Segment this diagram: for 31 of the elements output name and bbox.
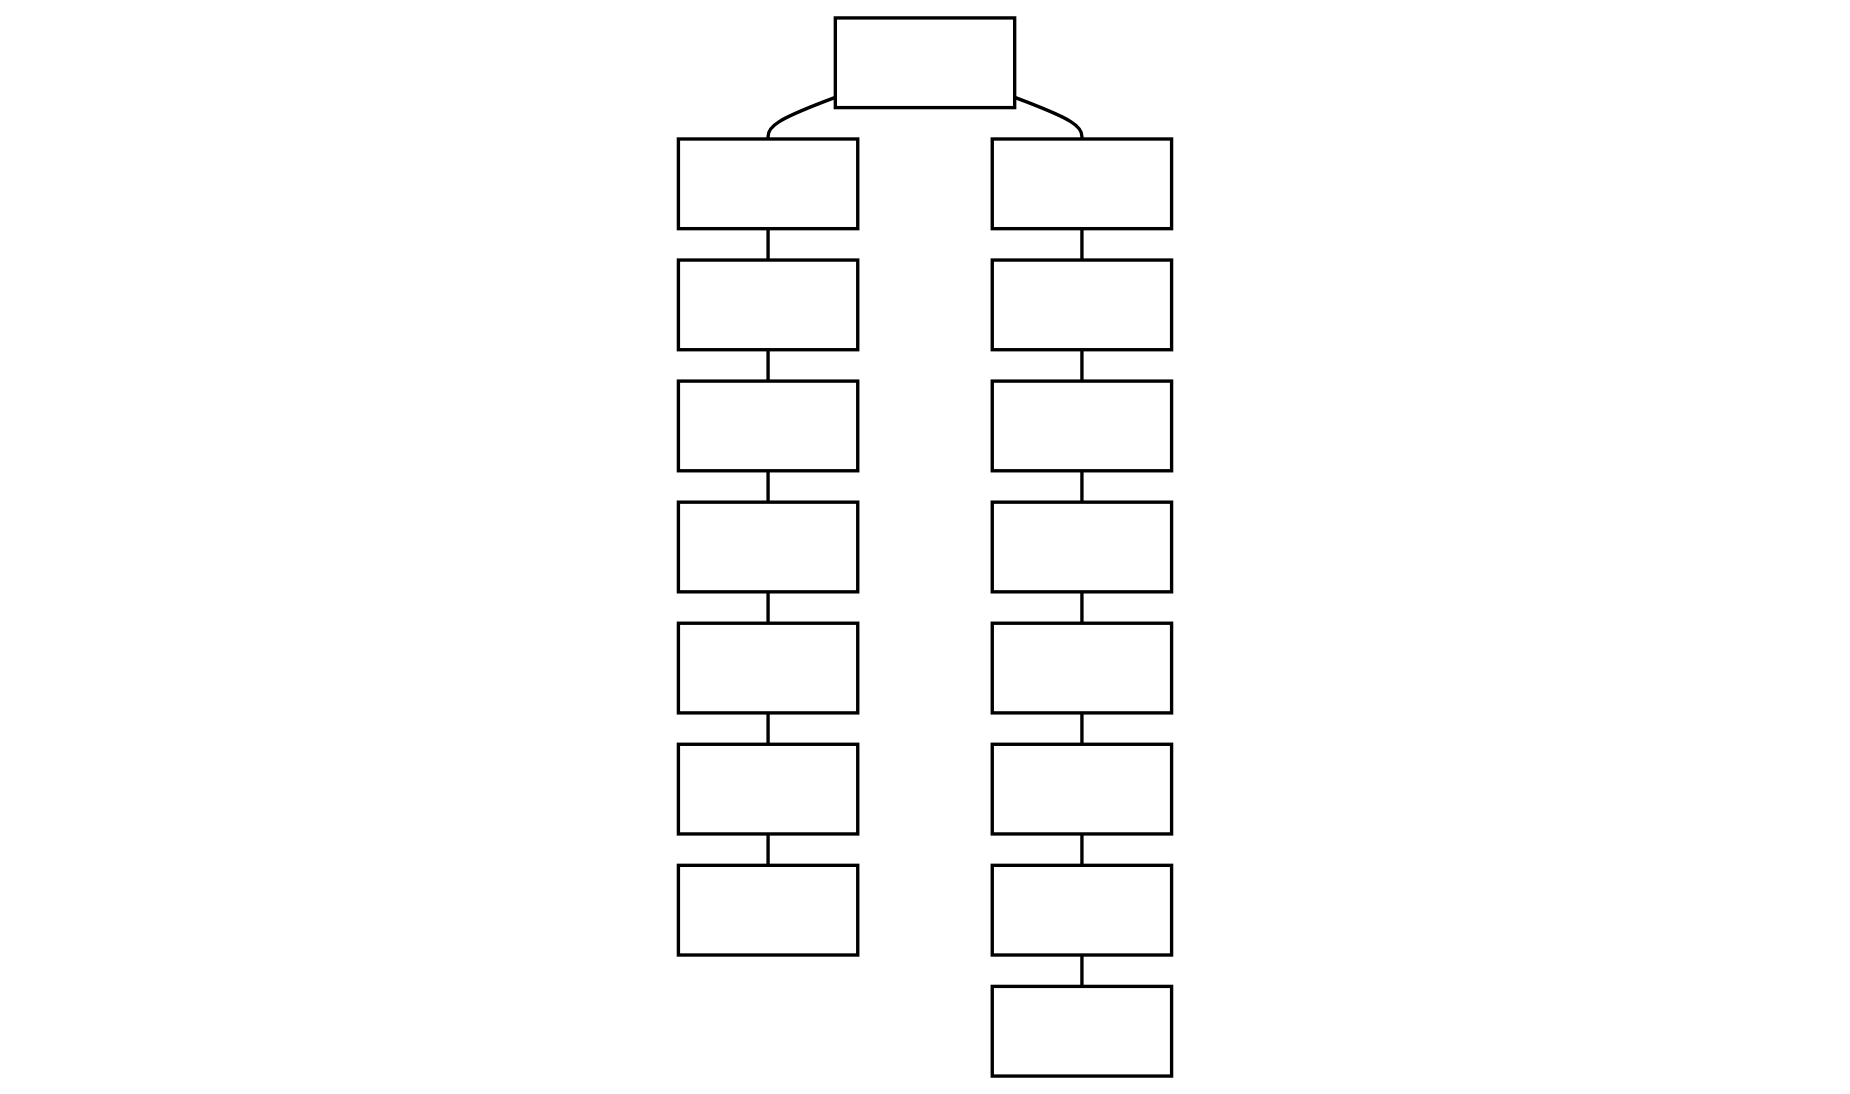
- connector: [1080, 712, 1084, 745]
- node-box: [990, 258, 1174, 352]
- connector: [1080, 470, 1084, 503]
- connector: [766, 95, 836, 139]
- node-box: [990, 984, 1174, 1078]
- connector: [1014, 95, 1084, 139]
- node-box: [676, 258, 860, 352]
- node-box: [990, 137, 1174, 231]
- connector: [766, 228, 770, 261]
- node-box: [990, 500, 1174, 594]
- connector: [766, 591, 770, 624]
- node-box: [676, 379, 860, 473]
- connector: [766, 833, 770, 866]
- connector: [1080, 228, 1084, 261]
- connector: [766, 712, 770, 745]
- node-box: [990, 621, 1174, 715]
- node-box: [676, 621, 860, 715]
- connector: [1080, 955, 1084, 987]
- connector: [766, 470, 770, 503]
- node-box: [990, 742, 1174, 836]
- node-box: [990, 379, 1174, 473]
- node-box: [990, 863, 1174, 957]
- connector: [1080, 349, 1084, 382]
- node-box: [676, 742, 860, 836]
- node-box: [833, 16, 1017, 110]
- node-box: [676, 863, 860, 957]
- node-box: [676, 500, 860, 594]
- node-box: [676, 137, 860, 231]
- connector: [766, 349, 770, 382]
- connector: [1080, 591, 1084, 624]
- connector: [1080, 833, 1084, 866]
